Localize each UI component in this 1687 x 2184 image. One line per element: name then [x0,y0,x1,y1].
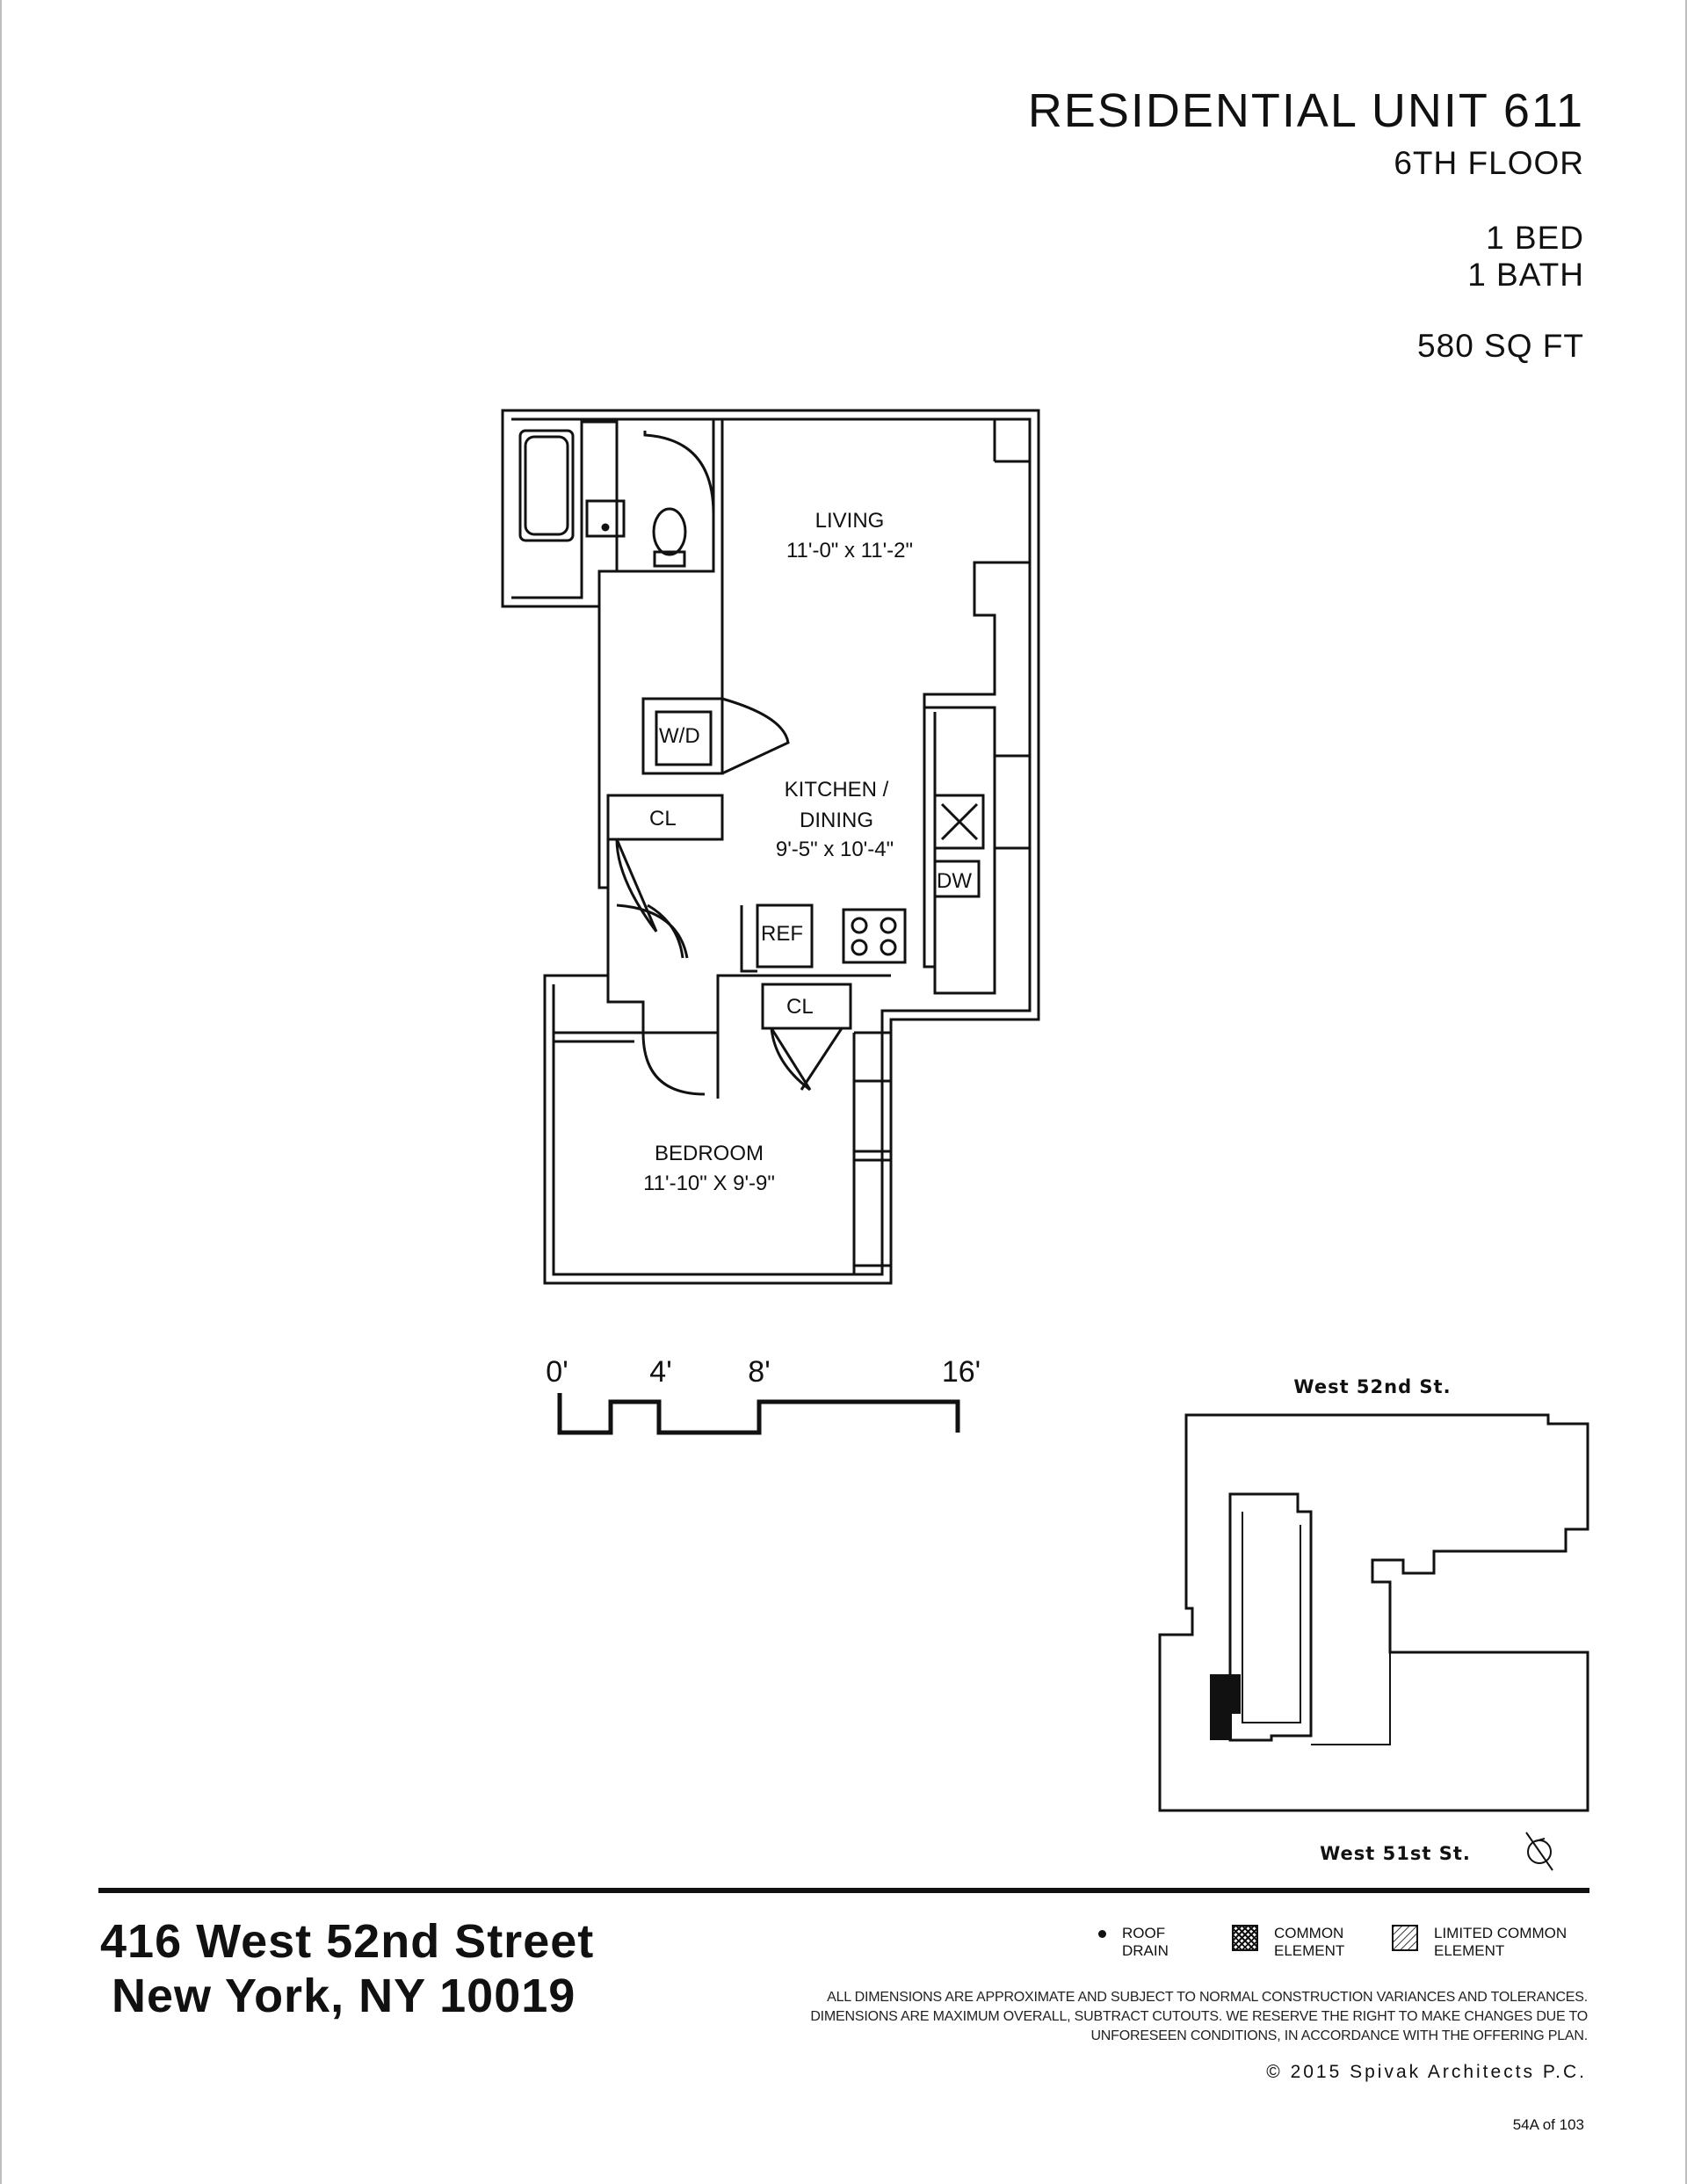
scale-tick-8: 8' [748,1355,770,1389]
room-living-name: LIVING [815,509,885,533]
unit-floor: 6TH FLOOR [1394,145,1584,181]
key-plan-south-street: West 51st St. [1320,1843,1471,1864]
scale-tick-4: 4' [649,1355,671,1389]
unit-walls [501,409,1040,1285]
unit-title: RESIDENTIAL UNIT 611 [1027,84,1584,137]
room-kitchen-name2: DINING [800,809,873,832]
scale-tick-16: 16' [942,1355,981,1389]
unit-area: 580 SQ FT [1417,328,1584,364]
key-plan: West 52nd St. West 51st St. [1158,1376,1589,1871]
dishwasher-label: DW [937,869,972,893]
north-arrow-icon [1525,1832,1553,1871]
hatch-icon [1392,1925,1418,1951]
address-line-1: 416 West 52nd Street [100,1915,595,1968]
legend-limited-common-element: LIMITED COMMON ELEMENT [1392,1925,1588,1960]
footer-rule [98,1888,1589,1893]
unit-location-marker [1210,1674,1241,1740]
page-number: 54A of 103 [1512,2116,1584,2133]
address-line-2: New York, NY 10019 [112,1970,576,2022]
closet-label-2: CL [786,995,814,1019]
roof-drain-icon [1098,1930,1106,1938]
key-plan-north-street: West 52nd St. [1293,1376,1451,1397]
legend-roof-drain: ROOF DRAIN [1098,1925,1184,1960]
legend-common-element: COMMON ELEMENT [1232,1925,1362,1960]
unit-beds: 1 BED [1486,220,1584,256]
room-bedroom-name: BEDROOM [655,1142,764,1165]
washer-dryer-label: W/D [659,724,700,748]
room-bedroom-dims: 11'-10" X 9'-9" [643,1172,775,1195]
scale-tick-0: 0' [546,1355,568,1389]
unit-baths: 1 BATH [1467,257,1584,293]
room-living-dims: 11'-0" x 11'-2" [786,539,913,562]
room-kitchen-dims: 9'-5" x 10'-4" [776,838,894,861]
copyright: © 2015 Spivak Architects P.C. [1266,2062,1587,2082]
refrigerator-label: REF [761,922,803,946]
closet-label-1: CL [649,807,677,831]
room-kitchen-name: KITCHEN / [785,778,889,802]
crosshatch-icon [1232,1925,1258,1951]
disclaimer: ALL DIMENSIONS ARE APPROXIMATE AND SUBJE… [810,1990,1588,2043]
scale-bar: 0' 4' 8' 16' [546,1355,981,1435]
